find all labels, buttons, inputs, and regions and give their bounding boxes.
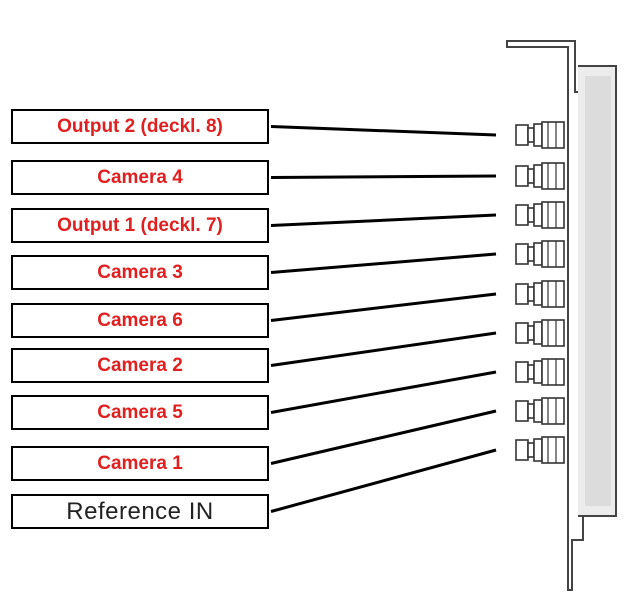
port-label-7: Camera 5: [11, 395, 269, 430]
bnc-connector-2: [515, 162, 565, 190]
bnc-connector-4: [515, 240, 565, 268]
cable-line-9: [270, 448, 497, 513]
cable-line-7: [270, 370, 497, 414]
port-label-1: Output 2 (deckl. 8): [11, 109, 269, 144]
cable-lines: [270, 125, 497, 513]
bnc-connector-8: [515, 397, 565, 425]
bracket-outline: [506, 40, 584, 591]
cable-line-4: [270, 252, 497, 274]
bnc-connector-1: [515, 121, 565, 149]
cable-line-2: [270, 174, 497, 179]
cable-line-6: [270, 331, 497, 367]
bnc-connector-5: [515, 280, 565, 308]
bnc-connector-7: [515, 358, 565, 386]
port-label-3: Output 1 (deckl. 7): [11, 208, 269, 243]
cable-line-3: [270, 213, 497, 227]
port-label-8: Camera 1: [11, 446, 269, 481]
cable-line-1: [270, 125, 497, 137]
port-label-4: Camera 3: [11, 255, 269, 290]
bnc-connectors: [515, 121, 565, 464]
port-label-6: Camera 2: [11, 348, 269, 383]
card-board-inner: [585, 76, 611, 506]
bnc-connector-6: [515, 319, 565, 347]
cable-line-8: [270, 409, 497, 465]
port-label-2: Camera 4: [11, 160, 269, 195]
cable-line-5: [270, 292, 497, 322]
bnc-connector-9: [515, 436, 565, 464]
bnc-connector-3: [515, 201, 565, 229]
port-label-5: Camera 6: [11, 303, 269, 338]
port-label-9: Reference IN: [11, 494, 269, 529]
